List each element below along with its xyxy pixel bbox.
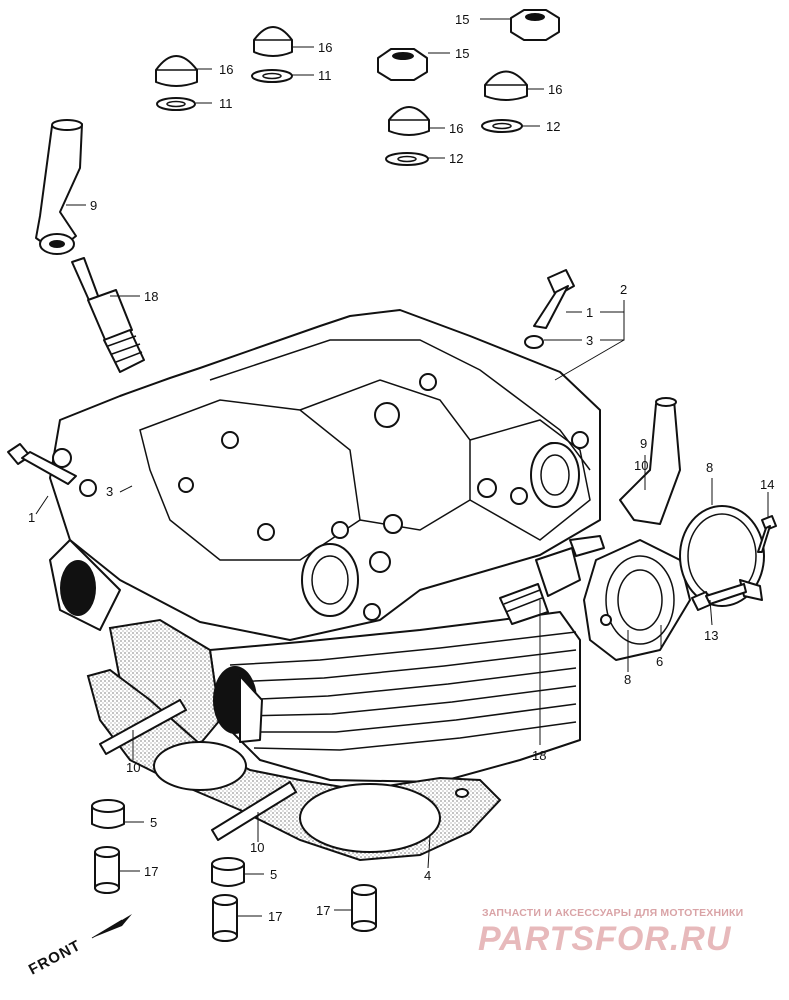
cap-nut-16-center [253, 26, 293, 57]
callout-16-left: 16 [219, 62, 233, 77]
callout-8-top: 8 [706, 460, 713, 475]
cap-nut-16-middle [388, 106, 430, 136]
spark-plug-cap-left [35, 119, 83, 255]
callout-16-middle: 16 [449, 121, 463, 136]
callout-11-left: 11 [219, 96, 233, 111]
stud-10-left [99, 699, 187, 755]
callout-11-center: 11 [318, 68, 332, 83]
callout-3-top: 3 [586, 333, 593, 348]
callout-9-left: 9 [90, 198, 97, 213]
collar-5-center [211, 857, 245, 887]
leader-lines [35, 18, 769, 917]
washer-12-right [481, 119, 523, 133]
callout-9-right: 9 [640, 436, 647, 451]
bolt-1-left [7, 443, 77, 485]
stud-10-center [211, 781, 297, 841]
watermark-tagline: ЗАПЧАСТИ И АКСЕССУАРЫ ДЛЯ МОТОТЕХНИКИ [482, 907, 743, 919]
spark-plug-right [499, 535, 605, 625]
callout-15-top: 15 [455, 12, 469, 27]
hex-nut-15-middle [377, 48, 428, 81]
callout-18-right: 18 [532, 748, 546, 763]
callout-5-center: 5 [270, 867, 277, 882]
callout-17-center: 17 [268, 909, 282, 924]
callout-13: 13 [704, 628, 718, 643]
callout-6: 6 [656, 654, 663, 669]
cylinder-head [49, 309, 601, 783]
callout-10-right: 10 [634, 458, 648, 473]
collar-5-left [91, 799, 125, 829]
bolt-13-clamp [691, 583, 747, 611]
callout-1-top: 1 [586, 305, 593, 320]
callout-18-left: 18 [144, 289, 158, 304]
spark-plug-cap-right [619, 397, 681, 525]
callout-1-left: 1 [28, 510, 35, 525]
dowel-17-left [94, 846, 120, 894]
callout-17-right: 17 [316, 903, 330, 918]
callout-8-bottom: 8 [624, 672, 631, 687]
callout-15-middle: 15 [455, 46, 469, 61]
callout-3-left: 3 [106, 484, 113, 499]
intake-insulator-6 [583, 539, 691, 661]
washer-12-middle [385, 152, 429, 166]
dowel-17-right [351, 884, 377, 932]
callout-10-left: 10 [126, 760, 140, 775]
callout-14: 14 [760, 477, 774, 492]
callout-5-left: 5 [150, 815, 157, 830]
o-ring-3-top [524, 335, 544, 349]
callout-12-middle: 12 [449, 151, 463, 166]
front-arrow [91, 914, 132, 939]
callout-12-right: 12 [546, 119, 560, 134]
cap-nut-16-right [484, 70, 528, 101]
front-label: FRONT [26, 937, 84, 979]
bolt-1-top [533, 269, 575, 329]
screw-14 [757, 515, 777, 553]
head-gasket [86, 668, 502, 862]
callout-16-right: 16 [548, 82, 562, 97]
dowel-17-center [212, 894, 238, 942]
watermark: ЗАПЧАСТИ И АКСЕССУАРЫ ДЛЯ МОТОТЕХНИКИ PA… [478, 907, 743, 958]
callout-labels: 15 15 16 11 16 11 16 16 12 12 9 18 1 3 2… [28, 12, 774, 924]
callout-16-center: 16 [318, 40, 332, 55]
callout-10-center: 10 [250, 840, 264, 855]
callout-17-left: 17 [144, 864, 158, 879]
watermark-logo: PARTSFOR.RU [478, 920, 732, 958]
spark-plug-left [71, 257, 145, 373]
callout-4: 4 [424, 868, 431, 883]
hex-nut-15-top [510, 9, 560, 41]
callout-2: 2 [620, 282, 627, 297]
washer-11-center [251, 69, 293, 83]
cap-nut-16-left [155, 55, 198, 87]
washer-11-left [156, 97, 196, 111]
